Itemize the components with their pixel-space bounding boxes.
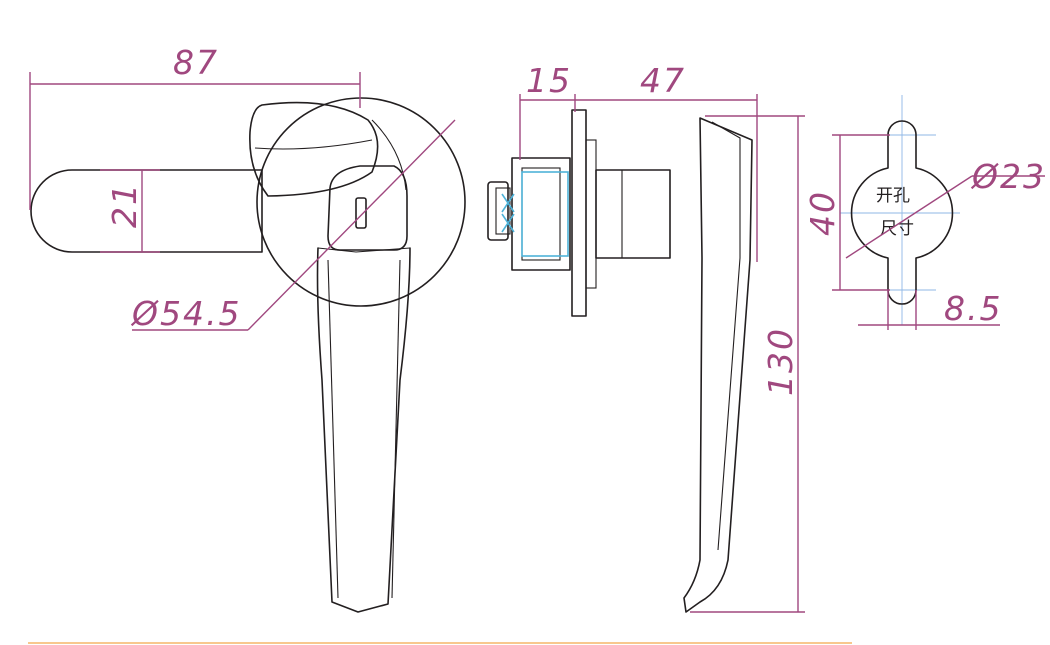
side-view — [487, 109, 753, 613]
dim-40-label: 40 — [803, 190, 842, 236]
dim-47-label: 47 — [640, 61, 686, 100]
front-grip — [30, 169, 263, 253]
dim-diameter-label: Ø54.5 — [130, 294, 241, 333]
front-lever-inner — [327, 259, 339, 599]
dim-130-label: 130 — [761, 327, 800, 396]
side-thread-highlight — [521, 171, 569, 257]
side-lever-edge — [711, 121, 741, 551]
front-lever-sweep — [371, 119, 407, 191]
side-body — [511, 157, 571, 271]
cutout-note-line2: 尺寸 — [880, 219, 914, 239]
cutout-view: 开孔 尺寸 — [840, 95, 960, 325]
front-cap-groove — [254, 139, 373, 150]
dim-cutout-diameter-label: Ø23 — [970, 157, 1046, 196]
side-nut-inner — [495, 187, 511, 235]
dim-diameter-leader — [247, 119, 456, 331]
front-lever — [316, 247, 411, 613]
front-lever-shoulder — [317, 247, 411, 253]
side-body-inner — [521, 167, 561, 261]
dim-15-label: 15 — [526, 61, 572, 100]
dim-21-label: 21 — [105, 182, 144, 228]
front-rose — [256, 97, 466, 307]
dim-cutout-diameter-leader — [845, 175, 973, 259]
side-flange — [571, 109, 587, 317]
dim-87-label: 87 — [173, 43, 219, 82]
side-flange-step — [585, 139, 597, 289]
dim-8-5-label: 8.5 — [944, 289, 1002, 328]
key-slot — [355, 197, 367, 229]
side-lever — [683, 117, 753, 613]
side-thread-cross-2 — [501, 193, 515, 213]
side-shaft — [595, 169, 671, 259]
front-handle-cap — [249, 101, 379, 197]
cutout-note-line1: 开孔 — [876, 186, 910, 206]
side-nut — [487, 181, 509, 241]
dimensions: 87 21 Ø54.5 15 47 130 40 Ø23 — [29, 43, 1046, 613]
front-view — [30, 97, 466, 613]
front-lever-inner-right — [391, 259, 401, 599]
front-lock-body — [327, 165, 408, 251]
side-thread-cross-4 — [501, 213, 515, 233]
